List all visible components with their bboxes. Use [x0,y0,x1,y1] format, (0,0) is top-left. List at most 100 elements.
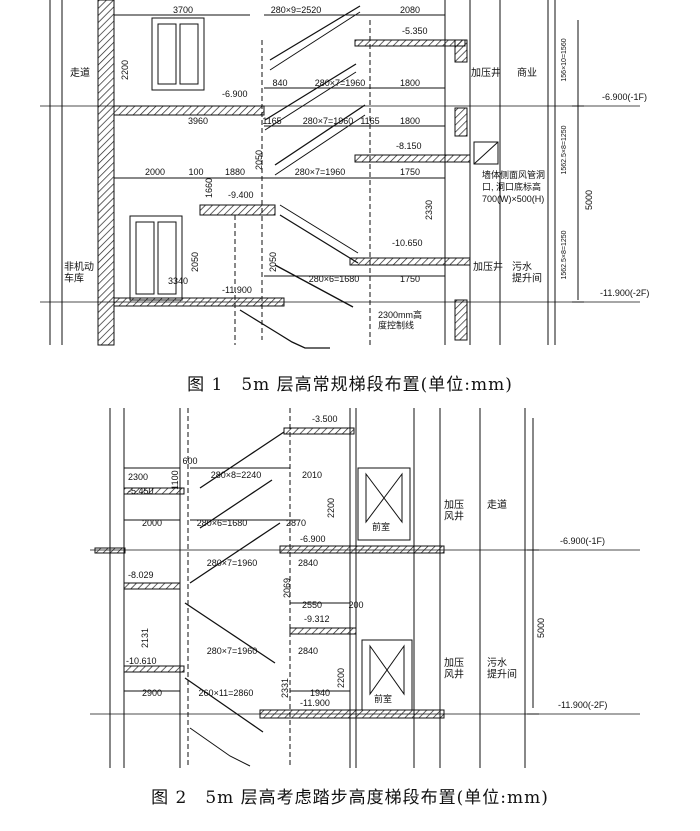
dim2-2010: 2010 [302,470,322,480]
figure-1-drawing: 3700 280×9=2520 2080 2200 840 280×7=1960… [0,0,700,360]
dim-280x7-c: 280×7=1960 [295,167,346,177]
side-mid: 1562.5×8=1250 [561,125,568,174]
dim-2330: 2330 [424,200,434,220]
label-pressure-bottom: 加压井 [473,260,503,273]
dim-1165: 1165 [262,116,281,126]
dim-1750-b: 1750 [400,274,420,284]
dim2-280x8: 280×8=2240 [211,470,262,480]
dim2-1940: 1940 [310,688,330,698]
door-upper-2 [357,467,411,541]
dim-2050-c: 2050 [268,252,278,272]
dim2-2131: 2131 [140,628,150,648]
level2-10610: -10.610 [126,656,157,666]
level-2f: -11.900(-2F) [600,288,649,298]
stair-flight-b4 [184,602,276,664]
level2-3500: -3.500 [312,414,338,424]
dim-280x9: 280×9=2520 [271,5,322,15]
side-upper: 156×10=1560 [561,38,568,81]
level-5350: -5.350 [402,26,428,36]
level-8150: -8.150 [396,141,422,151]
label-commercial: 商业 [517,66,537,79]
level2-9312: -9.312 [304,614,330,624]
door-lower [129,215,183,301]
dim2-600: 600 [182,456,197,466]
label2-sewage: 污水提升间 [487,657,517,681]
level2-11900: -11.900 [300,698,330,708]
dim-1660: 1660 [204,178,214,198]
door-lower-2 [361,639,413,711]
side-lower: 1562.5×8=1250 [561,230,568,279]
label-corridor: 走道 [70,66,90,79]
dim2-280x6: 280×6=1680 [197,518,248,528]
dim2-2870: 2870 [286,518,306,528]
stair-flight-b1 [199,431,285,489]
level2-2f: -11.900(-2F) [558,700,607,710]
dim-3340: 3340 [168,276,188,286]
slab-9400 [199,204,276,216]
figure-1-caption: 图 1 5m 层高常规梯段布置(单位:mm) [187,375,513,395]
dim-2000: 2000 [145,167,165,177]
dim2-2069: 2069 [282,578,292,598]
label2-pressure-2: 加压风井 [444,657,464,681]
dim2-1100: 1100 [170,470,180,489]
level-10650: -10.650 [392,238,423,248]
level-6900: -6.900 [222,89,248,99]
label2-shaft: 走道 [487,498,507,511]
dim-2050-a: 2050 [254,150,264,170]
dim-1800-b: 1800 [400,116,420,126]
dim-5000: 5000 [584,190,594,210]
dim-100: 100 [188,167,203,177]
level2-1f: -6.900(-1F) [560,536,605,546]
dim2-2900: 2900 [142,688,162,698]
figure-2-svg: 2300 600 1100 280×8=2240 2010 2000 280×6… [90,408,640,768]
level-9400: -9.400 [228,190,254,200]
label2-elevator: 前室 [372,521,390,532]
dim-3960: 3960 [188,116,208,126]
stair-flight-2 [264,63,357,121]
dim2-2200: 2200 [326,498,336,518]
label-sewage: 污水提升间 [512,261,542,285]
figure-2-caption: 图 2 5m 层高考虑踏步高度梯段布置(单位:mm) [151,788,549,808]
level2-6900: -6.900 [300,534,326,544]
dim2-280x7-a: 280×7=1960 [207,558,258,568]
label-pressure-top: 加压井 [471,66,501,79]
dim2-2300: 2300 [128,472,148,482]
label2-pressure-1: 加压风井 [444,499,464,523]
dim2-2331: 2331 [280,678,290,698]
dim-280x6: 280×6=1680 [309,274,360,284]
dim2-2840-a: 2840 [298,558,318,568]
slab-8150 [354,154,471,163]
dim-2080: 2080 [400,5,420,15]
dim2-260x11: 260×11=2860 [199,688,254,698]
label-height-note: 2300mm高度控制线 [378,309,422,330]
stair-flight-3 [274,104,366,166]
dim2-2840-b: 2840 [298,646,318,656]
level-11900: -11.900 [222,285,252,295]
level-1f: -6.900(-1F) [602,92,647,102]
stair-flight-b5 [184,677,264,733]
level2-5450: -5.450 [128,486,154,496]
dim-1800-a: 1800 [400,78,420,88]
door-upper [151,17,205,91]
stair-flight-b3 [189,522,281,584]
dim-280x7-a: 280×7=1960 [315,78,366,88]
slab-1f [113,105,265,116]
slab-1f-b [279,545,445,554]
slab-10650 [349,257,471,266]
figure-1-svg: 3700 280×9=2520 2080 2200 840 280×7=1960… [40,0,649,349]
label2-elevator-2: 前室 [374,693,392,704]
dim-280x7-b: 280×7=1960 [303,116,354,126]
note-line-2: 口, 洞口底标高 [482,181,541,192]
dim-1750-a: 1750 [400,167,420,177]
dim2-200: 200 [348,600,363,610]
dim-1880: 1880 [225,167,245,177]
note-line-3: 700(W)×500(H) [482,194,544,204]
figure-2-drawing: 2300 600 1100 280×8=2240 2010 2000 280×6… [0,408,700,768]
dim-1165-b: 1165 [360,116,379,126]
stair-flight-5 [274,264,354,308]
dim-840: 840 [272,78,287,88]
dim2-5000: 5000 [536,618,546,638]
dim-2200: 2200 [120,60,130,80]
dim2-280x7-b: 280×7=1960 [207,646,258,656]
dim2-2000: 2000 [142,518,162,528]
